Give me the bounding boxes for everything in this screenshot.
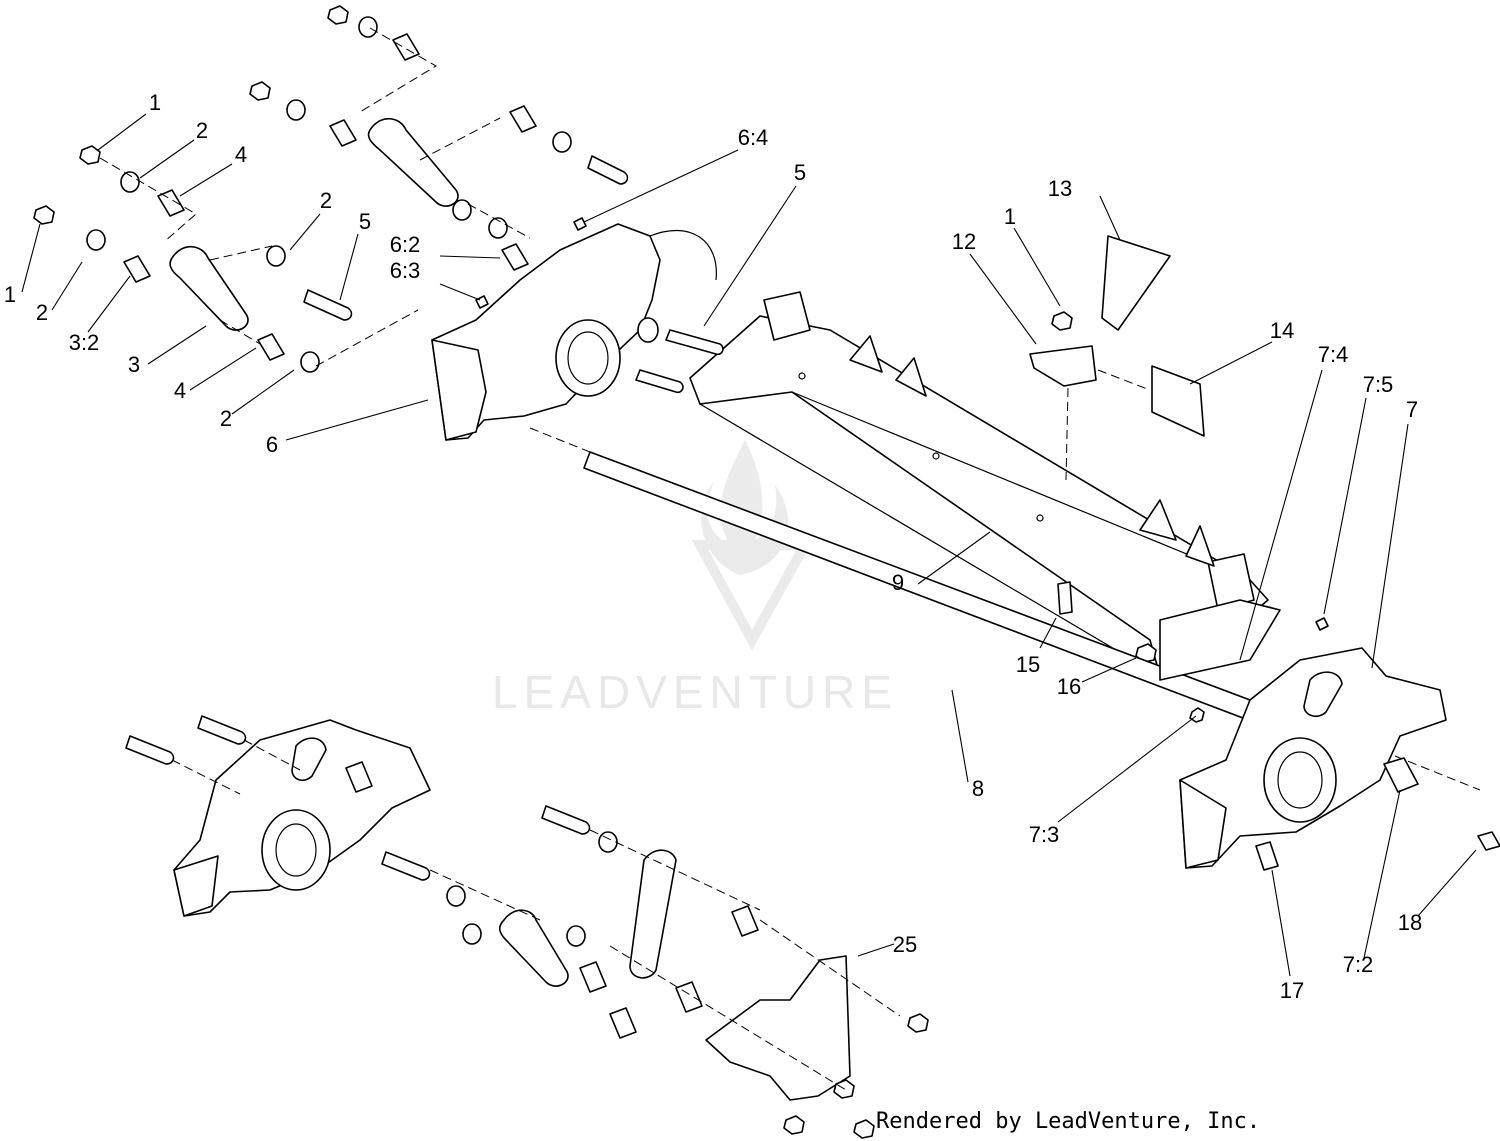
flag-clip: [1101, 235, 1171, 331]
callout-c63: 6:3: [390, 258, 421, 283]
callout-c3: 3: [128, 352, 140, 377]
callout-c12: 12: [952, 229, 976, 254]
right-grease-fitting: [1189, 707, 1205, 723]
bracket-clamp: [431, 339, 487, 441]
pivot-pin: [665, 329, 724, 356]
washer-f: [266, 245, 286, 267]
callout-c32: 3:2: [69, 330, 100, 355]
link-upper: [367, 117, 459, 207]
callout-c5b: 5: [794, 160, 806, 185]
callout-c18: 18: [1398, 910, 1422, 935]
right-hub: [1263, 737, 1337, 823]
nut-top: [327, 5, 349, 25]
callout-c1a: 1: [149, 90, 161, 115]
callout-c8: 8: [972, 776, 984, 801]
lower-link-b: [629, 849, 677, 979]
left-mount-bracket: [431, 217, 717, 441]
latch-assembly: [1029, 235, 1205, 481]
washer-c: [552, 131, 572, 153]
latch-plate: [1029, 345, 1097, 387]
callout-labels: 124123:23426256:26:36:4513112147:47:5791…: [4, 90, 1422, 1003]
callout-c2a: 2: [196, 118, 208, 143]
callout-c4b: 4: [174, 378, 186, 403]
lower-pin-a: [125, 735, 175, 765]
pin-b: [303, 289, 353, 321]
bracket-hub: [555, 319, 621, 397]
lower-plate: [705, 955, 851, 1101]
callout-c73: 7:3: [1029, 822, 1060, 847]
callout-c15: 15: [1016, 652, 1040, 677]
callout-c72: 7:2: [1343, 952, 1374, 977]
washer-top: [358, 16, 378, 38]
frame-block-right: [1207, 553, 1255, 611]
pin-a: [587, 155, 629, 185]
spacer-c: [157, 189, 185, 217]
callout-c14: 14: [1270, 318, 1294, 343]
spacer-e: [257, 333, 285, 361]
callout-c16: 16: [1057, 674, 1081, 699]
spacer-a: [329, 119, 357, 147]
lower-pin-b: [197, 715, 247, 745]
callout-c17: 17: [1280, 978, 1304, 1003]
upper-link-assemblies: [33, 5, 629, 373]
washer-d: [120, 171, 140, 193]
callout-c7: 7: [1406, 397, 1418, 422]
lower-left-mount: [125, 715, 929, 1139]
callout-c1b: 1: [4, 282, 16, 307]
callout-c75: 7:5: [1363, 372, 1394, 397]
callout-c2c: 2: [220, 406, 232, 431]
leader-lines: [21, 113, 1477, 977]
right-mount-assembly: [1159, 599, 1500, 871]
right-lever: [1303, 671, 1343, 718]
credit-text: Rendered by LeadVenture, Inc.: [876, 1109, 1260, 1134]
spacer-d: [123, 255, 151, 283]
callout-c1c: 1: [1004, 204, 1016, 229]
washer-a: [286, 99, 306, 121]
spacer-b: [509, 105, 537, 133]
callout-c9: 9: [892, 570, 904, 595]
nut-c: [33, 205, 55, 225]
right-bolt-a: [1255, 841, 1279, 871]
flame-logo-icon: [691, 440, 814, 651]
washer-g: [300, 351, 320, 373]
left-lower-hub: [261, 809, 331, 891]
callout-c25: 25: [893, 932, 917, 957]
callout-c62: 6:2: [390, 232, 421, 257]
frame-block-left: [763, 291, 811, 341]
callout-c13: 13: [1048, 176, 1072, 201]
callout-c2b: 2: [36, 300, 48, 325]
lower-link-a: [498, 909, 569, 987]
latch-nut: [1051, 311, 1073, 331]
watermark-text: LEADVENTURE: [492, 666, 898, 718]
callout-c6: 6: [266, 432, 278, 457]
nut-b: [79, 145, 101, 165]
callout-c5a: 5: [359, 209, 371, 234]
lock-pin: [1151, 365, 1205, 437]
grease-fitting-2: [475, 295, 489, 309]
watermark: LEADVENTURE: [492, 440, 898, 718]
right-bushing: [1383, 757, 1419, 793]
callout-c2d: 2: [320, 188, 332, 213]
frame-bolt: [1057, 581, 1073, 615]
nut-a: [249, 81, 271, 101]
link-lower: [169, 245, 249, 331]
main-frame: [635, 291, 1269, 677]
grease-fitting: [573, 217, 587, 231]
washer-b: [488, 217, 508, 239]
frame-nut: [1135, 643, 1157, 663]
callout-c64: 6:4: [738, 125, 769, 150]
spacer-top: [392, 33, 420, 61]
callout-c74: 7:4: [1318, 342, 1349, 367]
washer-e: [86, 229, 106, 251]
bracket-spacer: [501, 243, 529, 271]
right-bolt-b: [1477, 831, 1500, 851]
callout-c4a: 4: [235, 142, 247, 167]
bushing-a: [452, 199, 472, 221]
